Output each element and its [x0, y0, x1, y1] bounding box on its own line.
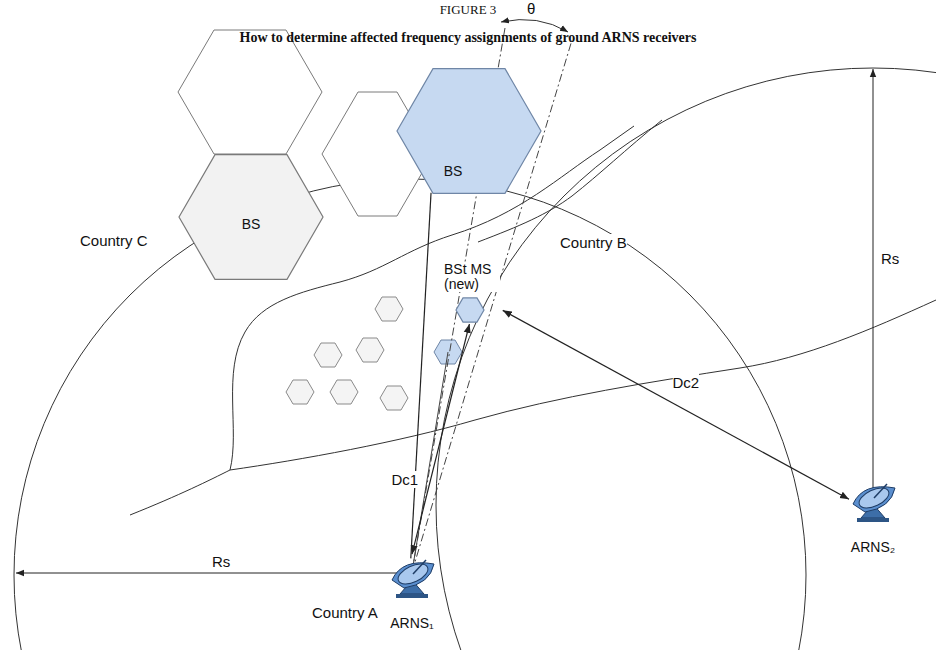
distance-line	[411, 193, 431, 559]
figure-caption: How to determine affected frequency assi…	[240, 30, 697, 46]
distance-label: Dc1	[391, 471, 418, 488]
node-label: ARNS₁	[388, 616, 436, 631]
hexagon-outline	[179, 155, 323, 280]
base-station-cell: BS	[178, 154, 324, 280]
dish-antenna	[392, 560, 434, 598]
distance-line	[503, 310, 849, 499]
figure-number: FIGURE 3	[440, 2, 497, 18]
node-label: ARNS₂	[849, 540, 897, 555]
node-label: BSt MS (new)	[442, 262, 500, 292]
country-name: Country B	[560, 234, 627, 251]
base-station-cell: BS	[396, 68, 542, 194]
node-label: BS	[442, 164, 465, 179]
arns-receiver: ARNS₁	[382, 550, 442, 634]
distance-label: Dc2	[673, 374, 700, 391]
small-cell-hexagons	[286, 297, 408, 410]
node-outline	[396, 68, 542, 194]
radius-arrow	[16, 573, 398, 574]
hexagon-outline	[456, 298, 484, 322]
arns-receiver: ARNS₂	[843, 474, 903, 558]
cell-hexagon	[178, 30, 322, 154]
angle-symbol: θ	[527, 0, 535, 17]
sight-line	[412, 352, 448, 572]
coverage-circle	[14, 179, 806, 650]
radius-arrow	[873, 69, 874, 488]
hexagon-outline	[397, 69, 541, 194]
new-station-cell: BSt MS (new)	[440, 262, 504, 324]
radius-label: Rs	[212, 553, 230, 570]
radius-label: Rs	[881, 250, 899, 267]
country-border	[230, 300, 936, 470]
country-name: Country A	[312, 604, 378, 621]
country-name: Country C	[80, 232, 148, 249]
node-label: BS	[240, 217, 263, 232]
distance-line	[412, 324, 469, 554]
dish-antenna	[853, 484, 895, 522]
